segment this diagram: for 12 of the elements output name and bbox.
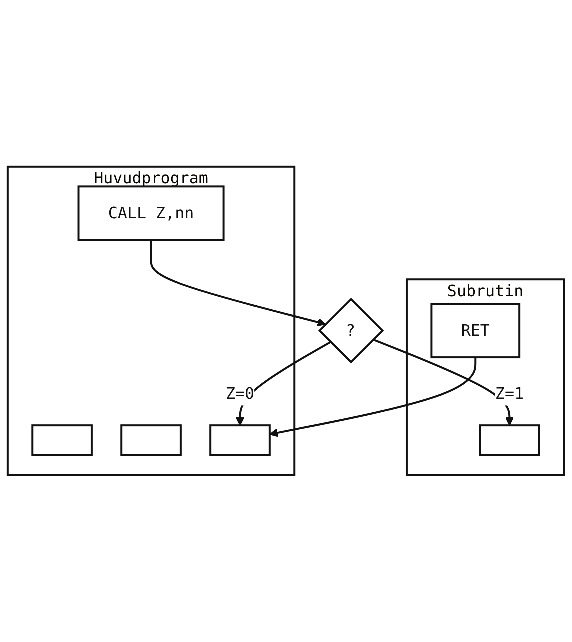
- node-box: [32, 424, 93, 456]
- node-box: [120, 424, 182, 456]
- edge-label: Z=1: [495, 384, 524, 403]
- node-box: [210, 424, 271, 456]
- arrow: [150, 240, 326, 327]
- node-box: [479, 424, 540, 456]
- node-diamond: ?: [318, 298, 384, 364]
- edge-label: Z=0: [226, 384, 255, 403]
- arrow: [270, 358, 477, 438]
- arrow: [372, 338, 514, 426]
- node-box: CALL Z,nn: [78, 186, 225, 242]
- node-box: RET: [430, 303, 521, 359]
